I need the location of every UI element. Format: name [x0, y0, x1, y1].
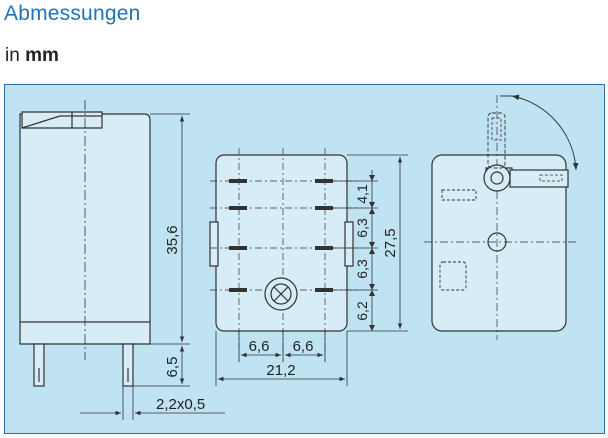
pin-left — [33, 343, 45, 387]
pin-slots — [229, 179, 333, 292]
dim-base-width-label: 21,2 — [266, 362, 295, 379]
dim-row-pitch-4-label: 6,2 — [354, 301, 370, 321]
side-view — [19, 100, 225, 420]
dim-height-label: 35,6 — [164, 225, 181, 254]
dim-row-pitch-1-label: 4,1 — [354, 184, 370, 204]
bottom-view — [209, 148, 408, 386]
top-view — [424, 94, 579, 340]
section-heading: Abmessungen — [4, 2, 141, 25]
dim-pin-length-label: 6,5 — [164, 357, 181, 378]
rotation-arc — [511, 94, 579, 171]
dim-row-pitch-3-label: 6,3 — [354, 259, 370, 279]
dim-pitch-left-label: 6,6 — [249, 338, 270, 355]
dim-row-pitch-2-label: 6,3 — [354, 218, 370, 238]
unit-note: in mm — [5, 45, 59, 67]
dim-pin-thickness-label: 2,2x0,5 — [156, 396, 205, 413]
unit-value: mm — [25, 45, 59, 66]
top-window — [439, 261, 467, 291]
side-view-cap — [21, 111, 103, 129]
dim-pitch-right-label: 6,6 — [293, 338, 314, 355]
unit-prefix: in — [5, 45, 20, 66]
pin-right — [122, 343, 134, 387]
top-view-body — [431, 154, 567, 332]
top-label-area — [441, 189, 477, 201]
dim-base-height-label: 27,5 — [382, 228, 399, 257]
